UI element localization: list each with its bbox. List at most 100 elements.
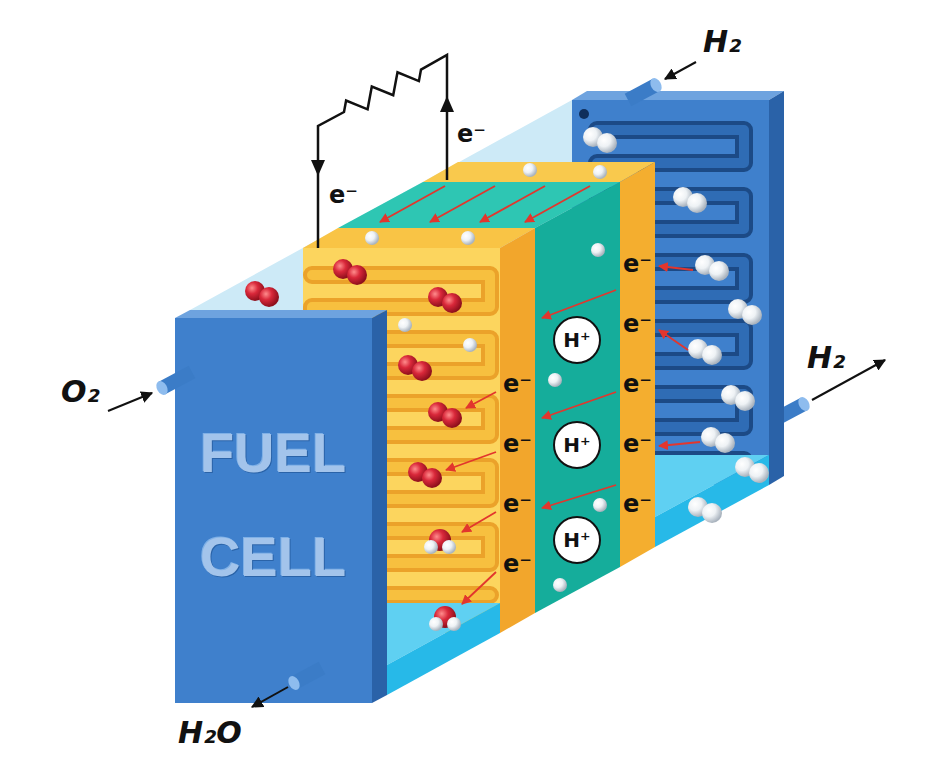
proton-dots — [591, 243, 605, 257]
proton-dots — [593, 165, 607, 179]
proton-circle: H⁺ — [553, 421, 601, 469]
electron-label: e⁻ — [457, 121, 486, 149]
proton-dots — [548, 373, 562, 387]
hydrogen-molecules — [728, 299, 762, 325]
hydrogen-molecules — [721, 385, 755, 411]
water-molecules — [429, 606, 461, 631]
gas-label: O₂ — [61, 375, 100, 410]
gas-label: H₂ — [807, 341, 845, 376]
ion-symbol: H⁺ — [563, 329, 590, 351]
cathode-flow-plate — [175, 310, 387, 703]
anode-flow-plate — [769, 91, 784, 485]
external-circuit — [318, 55, 447, 248]
flow-arrow — [466, 392, 496, 408]
flow-arrow — [462, 572, 496, 604]
proton-circle: H⁺ — [553, 516, 601, 564]
water-pool — [387, 603, 500, 695]
proton-dots — [523, 163, 537, 177]
flow-arrow — [446, 452, 496, 470]
hydrogen-molecules — [695, 255, 729, 281]
water-molecules — [424, 529, 461, 631]
flow-arrow — [659, 442, 700, 446]
electron-label: e⁻ — [503, 431, 532, 459]
gas-label: H₂O — [178, 716, 242, 751]
electron-label: e⁻ — [503, 491, 532, 519]
hydrogen-inlet-pipe — [628, 76, 664, 100]
flow-arrow — [462, 512, 496, 532]
oxygen-molecules — [245, 281, 279, 307]
flow-arrow — [525, 186, 590, 222]
ion-symbol: H⁺ — [563, 529, 590, 551]
gas-flow-arrow — [108, 393, 152, 411]
hydrogen-molecules — [583, 127, 617, 153]
proton-dots — [593, 498, 607, 512]
hydrogen-molecules — [701, 427, 735, 453]
gas-flow-arrow — [252, 687, 288, 707]
flow-arrow — [430, 186, 495, 222]
gas-flow-arrow — [108, 62, 885, 707]
electron-label: e⁻ — [623, 311, 652, 339]
external-circuit — [311, 160, 325, 176]
oxygen-molecules — [408, 462, 442, 488]
external-circuit — [440, 96, 454, 112]
proton-dots — [365, 163, 607, 592]
proton-dots — [365, 231, 379, 245]
fuel-cell-plate: FUEL CELL — [182, 395, 364, 615]
electron-label: e⁻ — [623, 491, 652, 519]
anode-flow-plate — [572, 91, 784, 100]
electron-label: e⁻ — [623, 431, 652, 459]
flow-arrow — [542, 392, 616, 418]
hydrogen-molecules — [673, 187, 707, 213]
hydrogen-outlet-pipe — [796, 395, 812, 413]
plate-lettering: FUEL CELL — [188, 401, 358, 609]
electron-label: e⁻ — [623, 251, 652, 279]
anode-flow-plate — [579, 109, 589, 119]
electrolyte-membrane — [535, 182, 620, 613]
electron-label: e⁻ — [329, 182, 358, 210]
flow-arrow — [542, 290, 616, 318]
proton-dots — [553, 578, 567, 592]
anode-layer — [620, 162, 655, 567]
oxygen-inlet-pipe — [154, 372, 192, 397]
ion-symbol: H⁺ — [563, 434, 590, 456]
water-outlet-pipe — [286, 674, 302, 692]
proton-dots — [461, 231, 475, 245]
oxygen-molecules — [428, 402, 462, 428]
flow-arrow — [380, 186, 700, 604]
hydrogen-molecules — [688, 497, 722, 523]
cathode-flow-plate — [175, 318, 372, 703]
oxygen-molecules — [333, 259, 367, 285]
flow-arrow — [380, 186, 445, 222]
electron-label: e⁻ — [503, 371, 532, 399]
cathode-layer — [500, 228, 535, 633]
hydrogen-molecules — [688, 339, 722, 365]
hydrogen-atoms — [463, 338, 477, 352]
water-pool — [655, 455, 769, 547]
water-outlet-pipe — [286, 668, 322, 692]
cathode-layer — [303, 228, 535, 248]
oxygen-molecules — [428, 287, 462, 313]
flow-arrow — [659, 330, 688, 350]
anode-layer — [423, 162, 655, 182]
gas-flow-arrow — [665, 62, 696, 79]
oxygen-molecules — [398, 355, 432, 381]
water-molecules — [424, 529, 456, 554]
external-circuit — [311, 55, 454, 248]
flow-arrow — [542, 485, 616, 508]
electron-label: e⁻ — [503, 551, 532, 579]
oxygen-inlet-pipe — [162, 372, 192, 388]
oxygen-inlet-pipe — [154, 379, 170, 397]
electron-label: e⁻ — [623, 371, 652, 399]
proton-circle: H⁺ — [553, 316, 601, 364]
hydrogen-atoms — [398, 318, 477, 352]
hydrogen-atoms — [398, 318, 412, 332]
hydrogen-molecules — [735, 457, 769, 483]
cathode-flow-plate — [372, 310, 387, 703]
flow-arrow — [659, 266, 693, 270]
gas-label: H₂ — [703, 25, 741, 60]
